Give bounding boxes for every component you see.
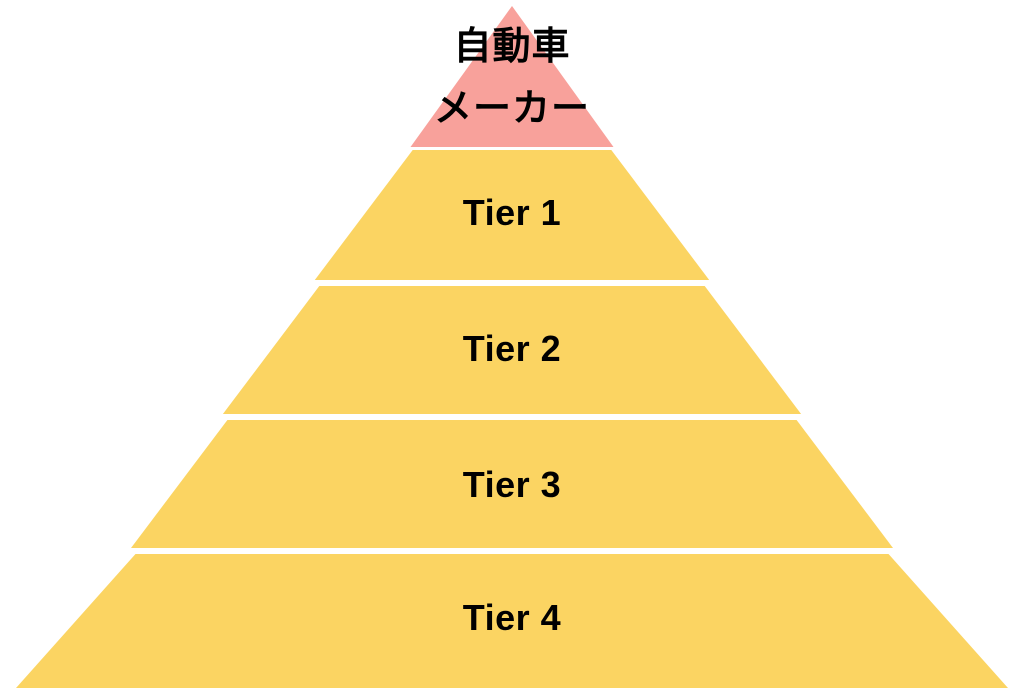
pyramid-segment-tier-1[interactable] [314,150,710,280]
pyramid-segment-tier-3[interactable] [131,420,893,548]
pyramid-segment-tier-2[interactable] [222,286,802,414]
pyramid-segment-tier-4[interactable] [16,554,1008,688]
pyramid-segment-apex[interactable] [410,6,614,147]
